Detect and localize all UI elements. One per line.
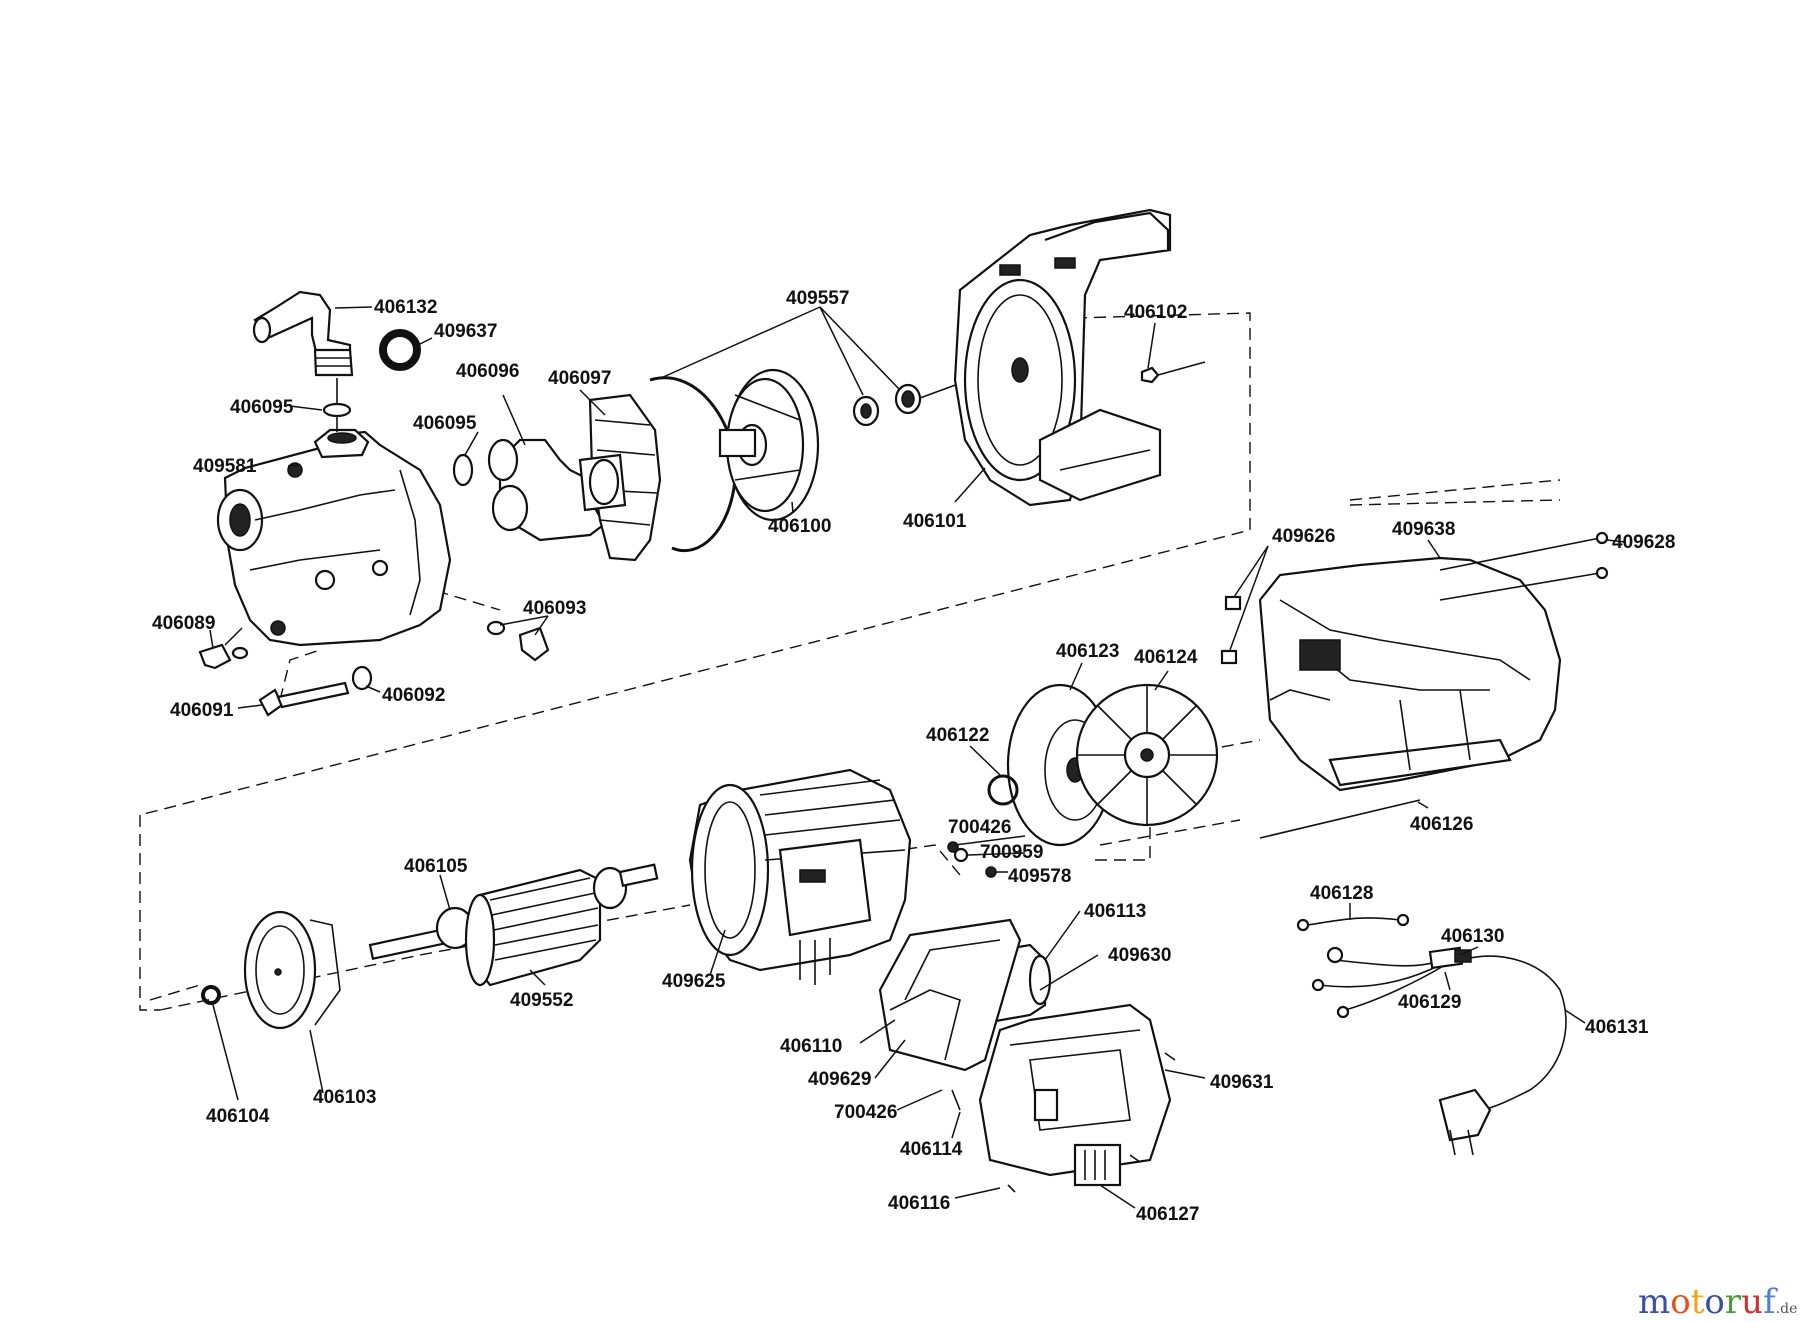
label-406105: 406105 [404,856,468,877]
fan-406124 [1075,683,1219,827]
rotor-409552 [368,863,659,987]
watermark-letter: t [1691,1282,1705,1322]
svg-text:motoruf.de: motoruf.de [1638,1282,1797,1322]
strain-relief-406130 [1428,946,1472,970]
screws-409628 [1439,531,1609,601]
label-406122: 406122 [926,725,989,746]
impeller-406097 [578,393,662,562]
label-406095-mid: 406095 [413,413,477,434]
label-409552: 409552 [510,990,573,1011]
mechanical-seal-409557 [852,383,922,427]
label-406104: 406104 [206,1106,270,1127]
nut-700959 [953,847,969,863]
label-406096: 406096 [456,361,519,382]
nut-409626-a [1224,595,1242,611]
label-409578: 409578 [1008,866,1071,887]
label-406131: 406131 [1585,1017,1649,1038]
watermark-letter: o [1670,1282,1690,1322]
washer-406092 [351,665,373,691]
label-406126: 406126 [1410,814,1473,835]
leader-lines [209,306,1626,1209]
seal-ring-large [649,376,737,553]
label-409630: 409630 [1108,945,1171,966]
watermark-letter: m [1638,1282,1670,1322]
label-406114: 406114 [900,1139,963,1160]
label-406101: 406101 [903,511,967,532]
part-labels: 406132 409637 406096 406097 409557 40610… [152,288,1675,1225]
label-406110: 406110 [780,1036,842,1057]
watermark-brand: motoruf [1638,1282,1778,1322]
plug-406093 [486,620,550,662]
label-406093: 406093 [523,598,586,619]
label-406089: 406089 [152,613,215,634]
label-406128: 406128 [1310,883,1373,904]
label-406129: 406129 [1398,992,1461,1013]
label-409628: 409628 [1612,532,1675,553]
nut-406104 [201,985,221,1005]
bolt-406091 [258,681,350,717]
label-406100: 406100 [768,516,831,537]
ring-406122 [987,774,1019,806]
screw-409578 [985,866,997,878]
nut-406102 [1140,366,1160,384]
label-700426-bottom: 700426 [834,1102,897,1123]
label-406130: 406130 [1441,926,1504,947]
label-406116: 406116 [888,1193,950,1214]
watermark-letter: f [1763,1282,1778,1322]
label-409557: 409557 [786,288,849,309]
gasket-409629 [889,989,961,1061]
fan-cover-406103 [243,910,341,1030]
plug-406089 [198,643,249,670]
label-406123: 406123 [1056,641,1119,662]
watermark-letter: o [1704,1282,1724,1322]
label-409631: 409631 [1210,1072,1274,1093]
watermark-suffix: .de [1776,1301,1798,1317]
watermark-letter: r [1725,1282,1742,1322]
label-700959: 700959 [980,842,1043,863]
label-406127: 406127 [1136,1204,1199,1225]
o-ring-406095-mid [452,453,474,487]
o-ring-409637 [379,329,421,371]
seal-plate-406100 [718,368,820,522]
label-406102: 406102 [1124,302,1187,323]
label-409638: 409638 [1392,519,1455,540]
label-406091: 406091 [170,700,234,721]
terminal-box-base-406110 [878,918,1022,1072]
label-700426-top: 700426 [948,817,1011,838]
label-409625: 409625 [662,971,726,992]
label-406095-top: 406095 [230,397,294,418]
tie-rod-406126 [1259,799,1421,839]
cable-406128 [1296,913,1410,932]
terminal-box-cover-409631 [978,1003,1172,1187]
power-cord-406131 [1438,955,1567,1156]
cable-406129 [1311,946,1471,1019]
motor-shroud-409638 [1258,556,1562,792]
pump-housing [216,428,452,647]
label-406113: 406113 [1084,901,1146,922]
label-409629: 409629 [808,1069,871,1090]
motor-flange-406101 [953,208,1172,507]
label-406097: 406097 [548,368,611,389]
label-406092: 406092 [382,685,445,706]
nut-409626-b [1220,649,1238,665]
label-406132: 406132 [374,297,437,318]
hose-elbow-fitting [252,290,354,377]
o-ring-406095-top [322,402,352,418]
label-409581: 409581 [193,456,257,477]
label-406103: 406103 [313,1087,376,1108]
label-409637: 409637 [434,321,497,342]
label-406124: 406124 [1134,647,1198,668]
label-409626: 409626 [1272,526,1335,547]
stator-409625 [688,768,912,985]
watermark-letter: u [1741,1282,1763,1322]
watermark: motoruf.de [1638,1282,1797,1322]
